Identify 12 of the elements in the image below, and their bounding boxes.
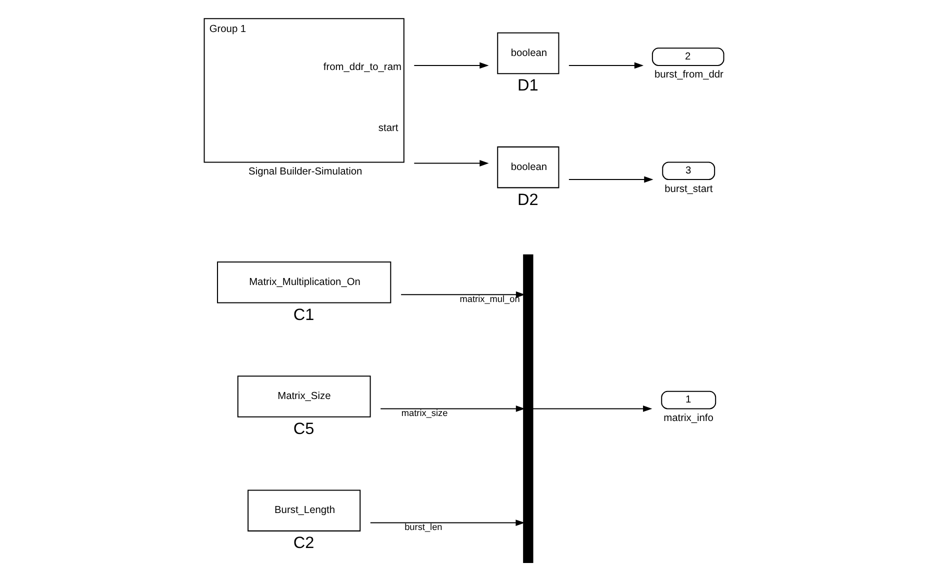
node-label: burst_start (664, 184, 712, 195)
node-label: C2 (292, 534, 314, 552)
node-label: matrix_info (663, 412, 713, 424)
node-label: burst_from_ddr (654, 70, 723, 81)
edge-label: matrix_size (400, 408, 448, 418)
node-label: C1 (292, 306, 314, 324)
node-label: D2 (516, 190, 538, 209)
node-label: D1 (516, 76, 538, 95)
edge-label: matrix_mul_on (459, 294, 520, 304)
edge-label: burst_len (404, 522, 442, 532)
node-label: C5 (292, 420, 314, 438)
node-label: Signal Builder-Simulation (248, 166, 362, 178)
